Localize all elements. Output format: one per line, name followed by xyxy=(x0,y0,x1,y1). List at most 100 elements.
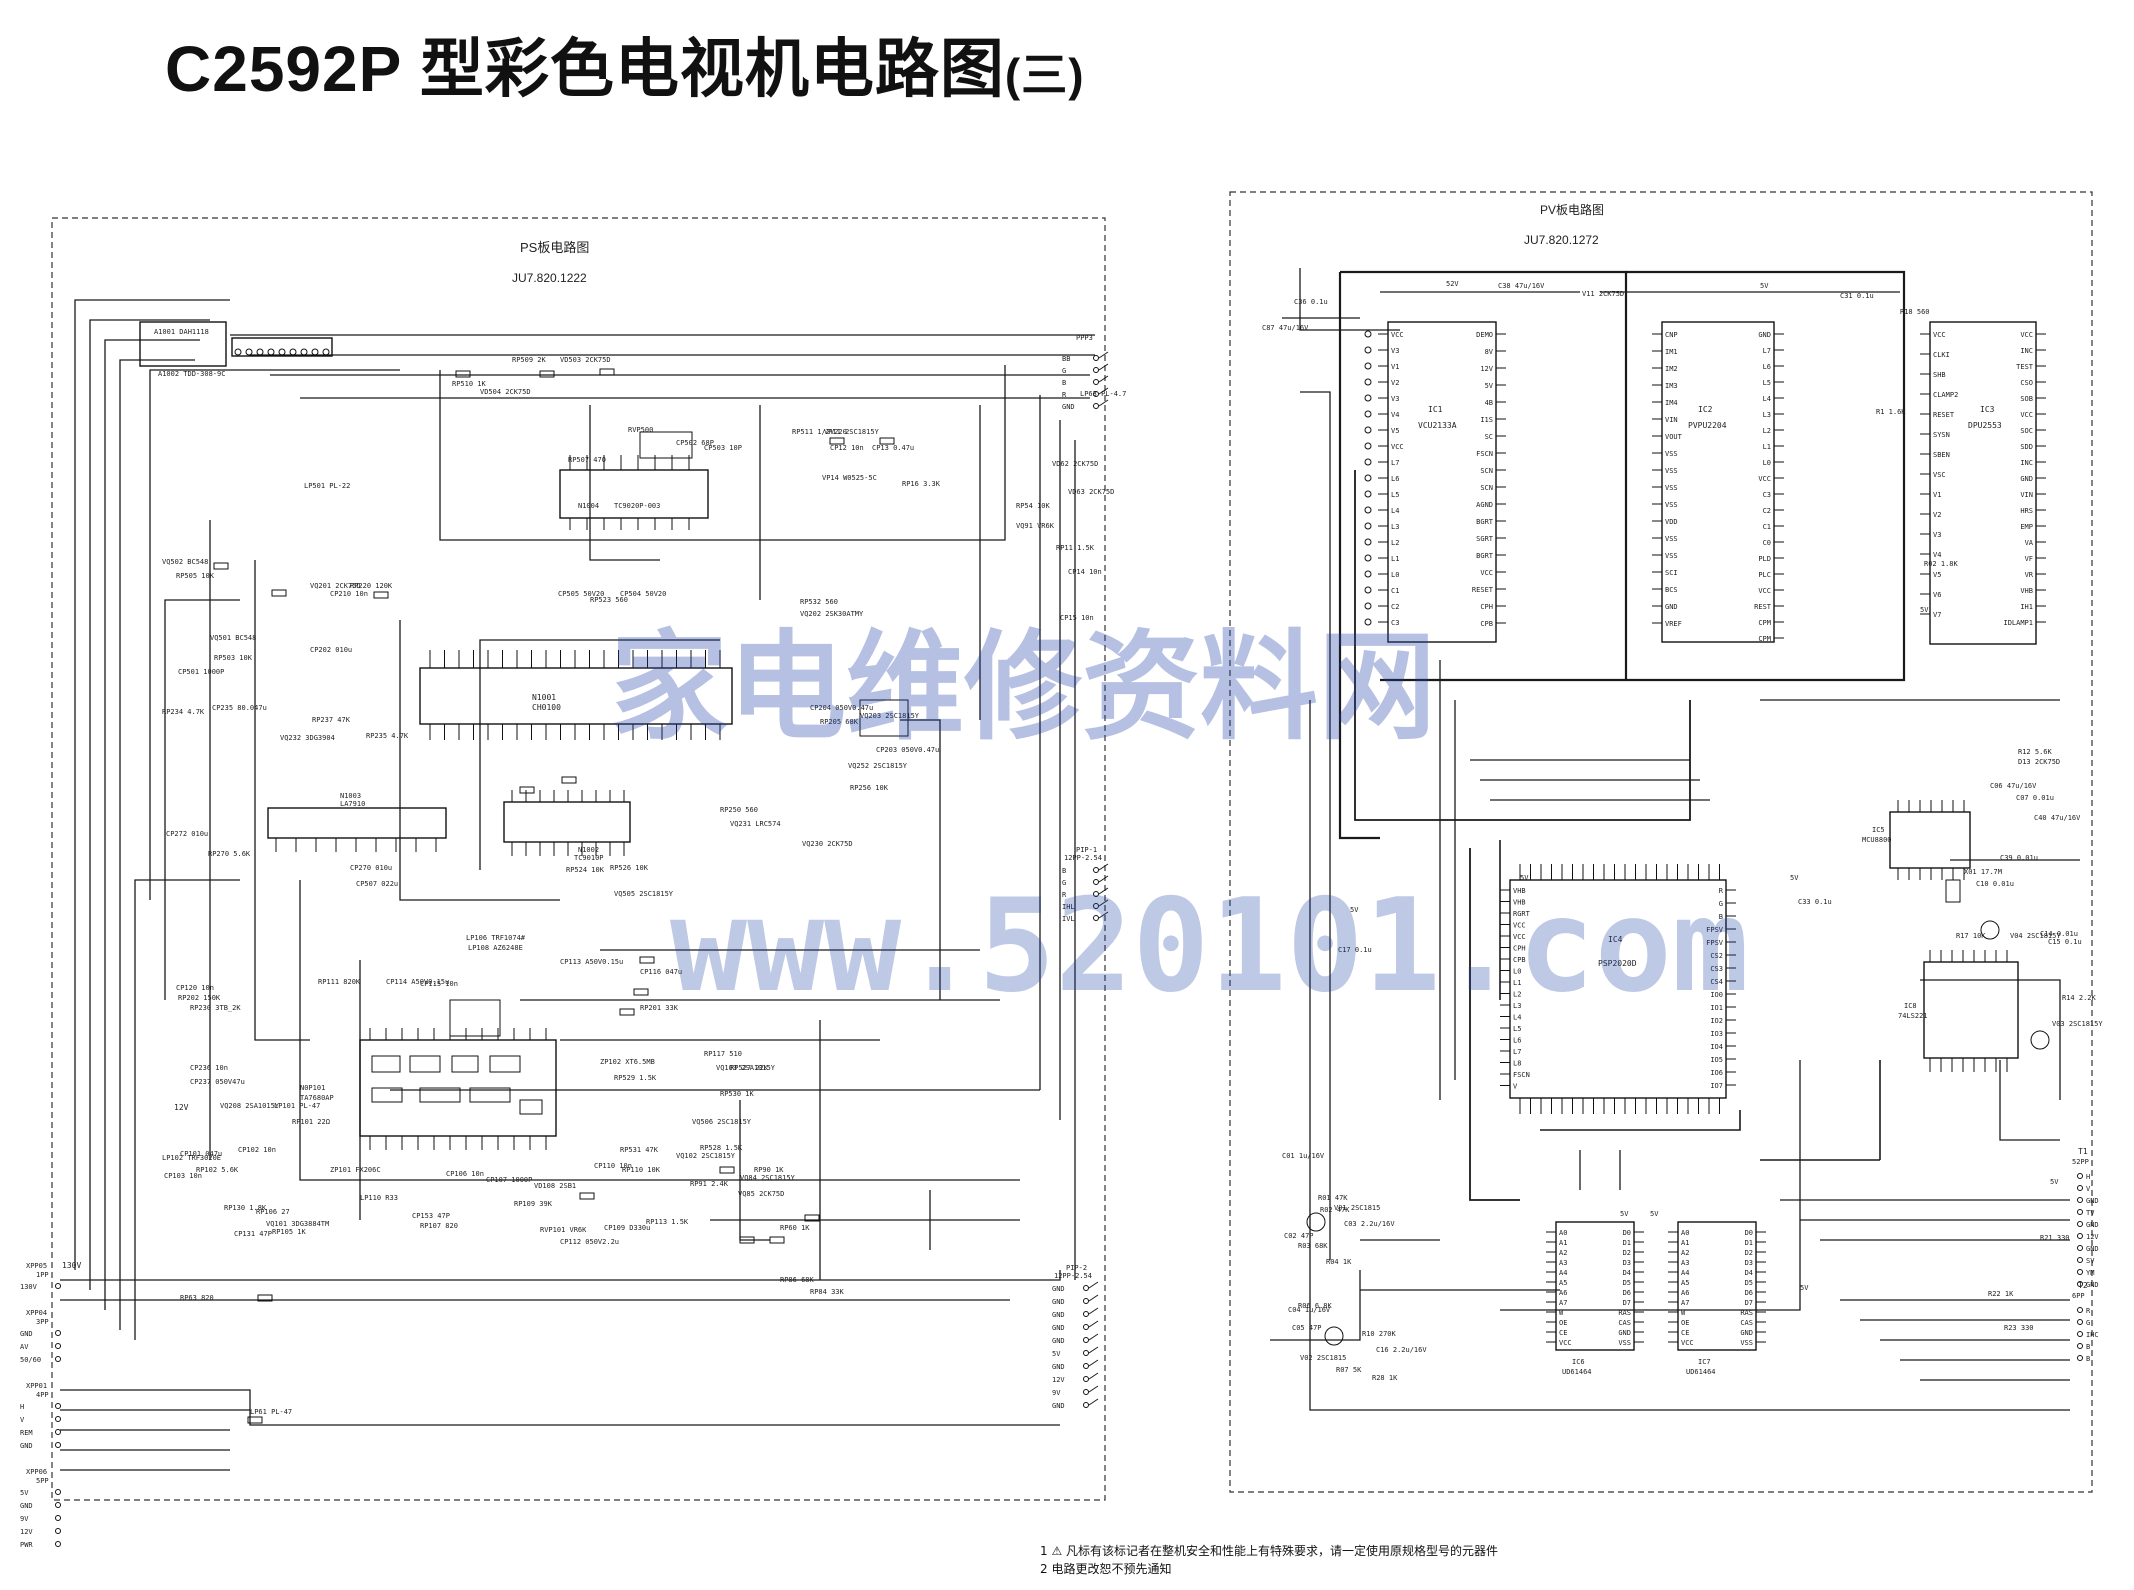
ic-part: TA7680AP xyxy=(300,1094,334,1102)
wire xyxy=(1088,1307,1099,1315)
ic-pin-label: VCC xyxy=(2020,331,2033,339)
component-label: VQ252 2SC1815Y xyxy=(848,762,908,770)
ic-pin-label: SGRT xyxy=(1476,535,1494,543)
component-label: RP105 1K xyxy=(272,1228,307,1236)
ic-pin-label: HRS xyxy=(2020,507,2033,515)
supply-label: 130V xyxy=(62,1261,81,1270)
ic-pin-label: D4 xyxy=(1623,1269,1631,1277)
component-label: RP91 2.4K xyxy=(690,1180,729,1188)
component-label: LP110 R33 xyxy=(360,1194,398,1202)
connector-pin-label: IVL xyxy=(1062,915,1075,923)
ic-pin-label: D0 xyxy=(1745,1229,1753,1237)
connector-pin-label: GND xyxy=(2086,1197,2099,1205)
ic-pin-label: RAS xyxy=(1740,1309,1753,1317)
pin-number-circle xyxy=(1364,330,1372,338)
connector-pin xyxy=(2077,1221,2083,1227)
ps-wiring xyxy=(60,299,1109,1471)
ic-pin-label: RESET xyxy=(1472,586,1494,594)
component-label: VQ208 2SA1015Y xyxy=(220,1102,280,1110)
ic-pin-label: L0 xyxy=(1513,968,1521,976)
ic-ic8 xyxy=(1923,961,2019,1059)
wire xyxy=(1088,1359,1099,1367)
component-label: CP107 1000P xyxy=(486,1176,532,1184)
pin-number-circle xyxy=(1364,410,1372,418)
ic-pin-label: PLD xyxy=(1758,555,1771,563)
component-label: RP529 1.5K xyxy=(614,1074,657,1082)
wire xyxy=(164,599,240,1000)
connector-pin xyxy=(289,348,297,356)
ic-pin-label: L4 xyxy=(1763,395,1771,403)
ic-pin-label: V3 xyxy=(1391,395,1399,403)
ic-pin-label: VCC xyxy=(1391,331,1404,339)
ic-pin-label: A5 xyxy=(1559,1279,1567,1287)
connector-pin-label: B xyxy=(2086,1343,2090,1351)
resistor-symbol xyxy=(879,437,895,445)
resistor-symbol xyxy=(247,1416,263,1424)
pin-number-circle xyxy=(1364,394,1372,402)
component-label: RP60 1K xyxy=(780,1224,810,1232)
component-label: VQ102 2SC1815Y xyxy=(676,1152,736,1160)
ic-pin-label: V4 xyxy=(1933,551,1941,559)
component-label: RP86 68K xyxy=(780,1276,815,1284)
component-label: C38 47u/16V xyxy=(1498,282,1545,290)
ic-pin-label: 4B xyxy=(1485,399,1493,407)
ic-ic6 xyxy=(1555,1221,1635,1351)
connector-pin-label: 5V xyxy=(20,1489,29,1497)
ic-pin-label: SC xyxy=(1485,433,1493,441)
ic-pin-label: L1 xyxy=(1391,555,1399,563)
watermark-cn: 家电维修资料网 xyxy=(610,618,1436,756)
connector-pin xyxy=(2077,1343,2083,1349)
component-label: VQ202 2SK30ATMY xyxy=(800,610,864,618)
connector-pin xyxy=(234,348,242,356)
component-label: CP272 010u xyxy=(166,830,208,838)
heavy-wire xyxy=(1469,848,1520,1201)
ic-pin-label: SCN xyxy=(1480,484,1493,492)
connector-pin-label: R xyxy=(1062,391,1067,399)
component-label: CP114 A50V0.15u xyxy=(386,978,449,986)
tuner-connector-a1001 xyxy=(139,321,227,367)
pv-components: IC1VCU2133AVCCV3V1V2V3V4V5VCCL7L6L5L4L3L… xyxy=(1262,280,2103,1382)
ic-pin-label: L2 xyxy=(1763,427,1771,435)
ic-pin-label: C2 xyxy=(1391,603,1399,611)
component-label: CP237 050V47u xyxy=(190,1078,245,1086)
connector-pin-label: GND xyxy=(1052,1298,1065,1306)
transistor-symbol xyxy=(1980,920,2000,940)
pv-board-drawing-no: JU7.820.1272 xyxy=(1524,233,1599,247)
ic-pin-label: VSS xyxy=(1618,1339,1631,1347)
resistor-symbol xyxy=(769,1236,785,1244)
ic-pin-label: VSS xyxy=(1665,535,1678,543)
resistor-symbol xyxy=(539,370,555,378)
component-label: C07 0.01u xyxy=(2016,794,2054,802)
connector-pin xyxy=(2077,1355,2083,1361)
ic-pin-label: V3 xyxy=(1391,347,1399,355)
component-label: CP115 10n xyxy=(420,980,458,988)
connector-pin-label: B xyxy=(1062,867,1066,875)
connector-pin-label: H xyxy=(2086,1173,2090,1181)
component-label: RP234 4.7K xyxy=(162,708,205,716)
ic-pin-label: V1 xyxy=(1391,363,1399,371)
ic-ref: N1003 xyxy=(340,792,361,800)
connector-pin-label: GND xyxy=(1062,403,1075,411)
component-label: C31 0.1u xyxy=(1840,292,1874,300)
wire xyxy=(1088,1294,1099,1302)
ic-pin-label: D2 xyxy=(1623,1249,1631,1257)
ic-internal-block xyxy=(451,1055,479,1073)
ic-part: UD61464 xyxy=(1686,1368,1716,1376)
connector-pin-label: GND xyxy=(1052,1402,1065,1410)
ic-part: PSP2020D xyxy=(1598,959,1637,968)
ic-pin-label: VCC xyxy=(1391,443,1404,451)
connector-ref: XPP01 xyxy=(26,1382,47,1390)
wire xyxy=(104,339,200,1310)
pin-number-circle xyxy=(1364,602,1372,610)
component-label: CP502 68P xyxy=(676,439,714,447)
component-label: R22 1K xyxy=(1988,1290,2014,1298)
connector-pin xyxy=(1093,403,1099,409)
component-label: C04 1u/16V xyxy=(1288,1306,1331,1314)
ps-board-drawing-no: JU7.820.1222 xyxy=(512,271,587,285)
component-label: VD108 2SB1 xyxy=(534,1182,576,1190)
ic-internal-block xyxy=(371,1087,403,1103)
connector-pin xyxy=(1093,367,1099,373)
pv-board: PV板电路图 JU7.820.1272 IC1VCU2133AVCCV3V1V2… xyxy=(1229,191,2103,1493)
ic-pin-label: IO7 xyxy=(1710,1082,1723,1090)
ic-pin-label: INC xyxy=(2020,459,2033,467)
